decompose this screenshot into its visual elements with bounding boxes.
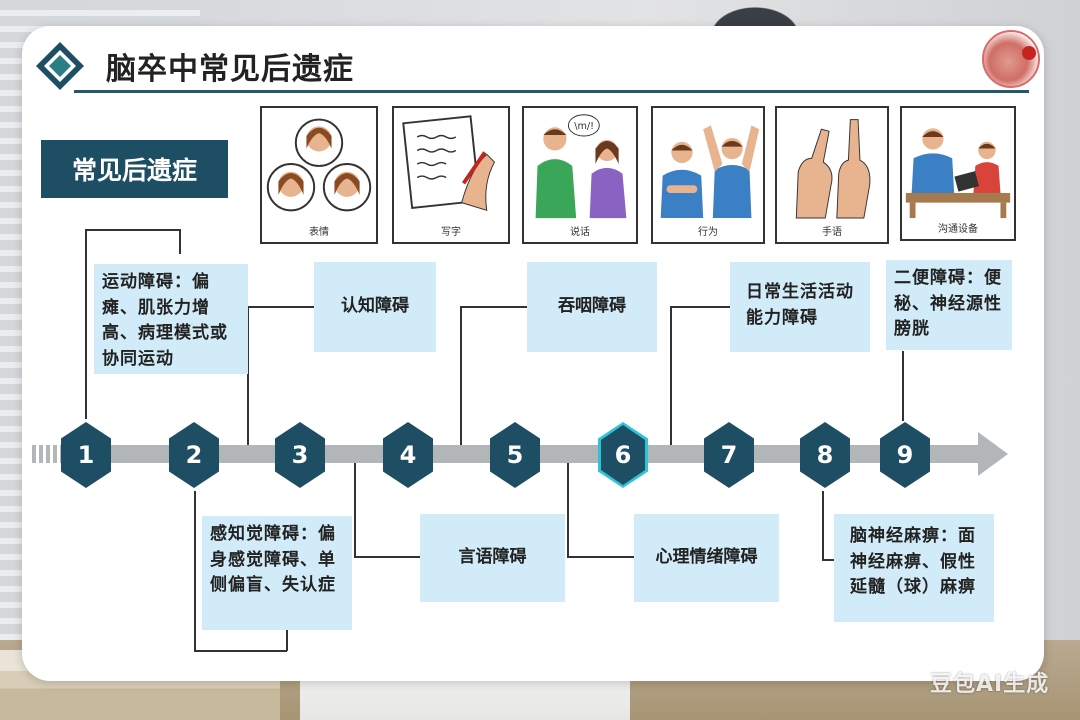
sequela-box-9: 二便障碍：便秘、神经源性膀胱: [886, 260, 1012, 350]
talking-icon: \m/!: [535, 114, 627, 219]
connector-4-bottom: [354, 556, 422, 558]
pictogram-caption: 表情: [309, 227, 329, 238]
connector-1-drop: [179, 229, 181, 254]
pictogram-expression: 表情: [260, 106, 378, 244]
connector-3: [247, 306, 249, 453]
connector-1: [85, 229, 87, 419]
connector-7-top: [670, 306, 730, 308]
connector-5: [460, 306, 462, 453]
connector-4: [354, 456, 356, 556]
sequela-box-6: 心理情绪障碍: [634, 514, 779, 602]
pictogram-caption: 行为: [698, 227, 718, 238]
timeline-marker-4: 4: [383, 422, 433, 488]
pictogram-caption: 手语: [822, 227, 842, 238]
pictogram-caption: 写字: [441, 227, 461, 238]
timeline-marker-1: 1: [61, 422, 111, 488]
brain-logo-icon: [982, 30, 1040, 88]
pictogram-communication-device: 沟通设备: [900, 106, 1016, 241]
connector-2: [194, 491, 196, 651]
svg-text:\m/!: \m/!: [574, 121, 594, 132]
connector-6-bottom: [567, 556, 635, 558]
connector-2-bottom: [194, 650, 287, 652]
behavior-icon: [660, 125, 760, 219]
timeline-arrow-head: [978, 432, 1008, 476]
sequela-box-5: 吞咽障碍: [527, 262, 657, 352]
timeline-marker-9: 9: [880, 422, 930, 488]
slide-title: 脑卒中常见后遗症: [106, 52, 354, 87]
presentation-slide: 脑卒中常见后遗症 常见后遗症 表情 写字 \m/!: [22, 26, 1044, 681]
pictogram-sign-language: 手语: [775, 106, 889, 244]
title-divider: [74, 90, 1029, 93]
pictogram-talking: \m/! 说话: [522, 106, 638, 244]
pictogram-writing: 写字: [392, 106, 510, 244]
timeline-marker-6: 6: [598, 422, 648, 488]
connector-3-top: [247, 306, 315, 308]
sequela-box-1: 运动障碍：偏瘫、肌张力增高、病理模式或协同运动: [94, 264, 248, 374]
connector-1-top: [85, 229, 180, 231]
timeline-marker-7: 7: [704, 422, 754, 488]
pictogram-caption: 沟通设备: [938, 224, 978, 235]
connector-9: [902, 351, 904, 421]
communication-device-icon: [905, 128, 1011, 219]
timeline-marker-6-label: 6: [601, 425, 645, 485]
facial-expression-icon: [266, 118, 372, 212]
watermark: 豆包AI生成: [930, 672, 1050, 697]
sequela-box-7: 日常生活活动能力障碍: [730, 262, 870, 352]
pictogram-behavior: 行为: [651, 106, 765, 244]
diamond-logo-icon: [36, 42, 84, 90]
sequela-box-3: 认知障碍: [314, 262, 436, 352]
sequela-box-4: 言语障碍: [420, 514, 565, 602]
sign-language-icon: [795, 119, 871, 219]
connector-2-rise: [286, 626, 288, 651]
timeline-marker-8: 8: [800, 422, 850, 488]
section-label: 常见后遗症: [41, 140, 228, 198]
sequela-box-8: 脑神经麻痹：面神经麻痹、假性延髓（球）麻痹: [834, 514, 994, 622]
timeline-arrow-tail: [32, 445, 62, 463]
connector-7: [670, 306, 672, 453]
timeline-marker-3: 3: [275, 422, 325, 488]
connector-6: [567, 456, 569, 556]
connector-5-top: [460, 306, 528, 308]
writing-icon: [402, 115, 496, 212]
timeline-marker-2: 2: [169, 422, 219, 488]
timeline-marker-5: 5: [490, 422, 540, 488]
sequela-box-2: 感知觉障碍：偏身感觉障碍、单侧偏盲、失认症: [202, 516, 352, 630]
connector-8: [822, 491, 824, 559]
connector-8-bottom: [822, 559, 836, 561]
pictogram-caption: 说话: [570, 227, 590, 238]
